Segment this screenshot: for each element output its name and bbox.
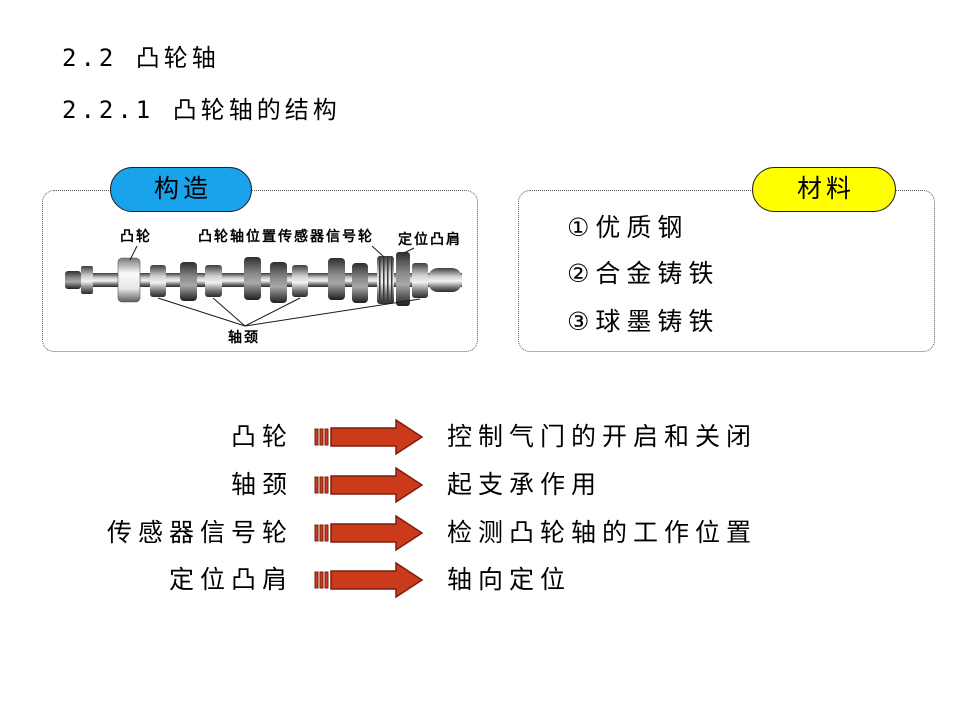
thrust-shoulder-callout: 定位凸肩 — [398, 231, 462, 249]
journal — [292, 265, 308, 297]
camshaft-illustration — [42, 190, 478, 352]
shaft-nose — [65, 271, 81, 289]
cam-lobe — [244, 257, 261, 300]
subsection-heading: 2.2.1 凸轮轴的结构 — [62, 96, 341, 124]
function-part-label: 轴颈 — [60, 470, 293, 500]
arrow-stripes — [315, 572, 328, 588]
arrow-body — [331, 420, 422, 454]
sensor-wheel-leader-line — [372, 246, 384, 257]
function-description: 轴向定位 — [447, 565, 571, 595]
function-description: 起支承作用 — [447, 470, 602, 500]
material-item: ①优质钢 — [567, 213, 688, 243]
function-part-label: 凸轮 — [60, 422, 293, 452]
journal-leader-line — [158, 298, 245, 326]
striped-right-arrow-icon — [312, 417, 426, 457]
journal — [150, 265, 166, 297]
striped-right-arrow-icon — [312, 560, 426, 600]
function-part-label: 传感器信号轮 — [60, 518, 293, 548]
function-part-label: 定位凸肩 — [60, 565, 293, 595]
journal-callout: 轴颈 — [228, 329, 260, 347]
material-item: ②合金铸铁 — [567, 259, 719, 289]
cam-lobe — [270, 262, 287, 303]
arrow-stripes — [315, 525, 328, 541]
signal-wheel — [377, 256, 394, 304]
journal — [205, 265, 222, 297]
cam-lobe — [118, 258, 140, 302]
journal — [412, 263, 428, 298]
journal-leader-line — [213, 298, 245, 326]
arrow-body — [331, 468, 422, 502]
materials-tag: 材料 — [752, 167, 896, 212]
shaft-end — [428, 268, 462, 292]
function-description: 控制气门的开启和关闭 — [447, 422, 757, 452]
arrow-body — [331, 563, 422, 597]
cam-lobe — [328, 258, 345, 300]
arrow-stripes — [315, 429, 328, 445]
thrust-shoulder — [396, 252, 410, 306]
cam-lobe — [352, 263, 368, 303]
cam-callout: 凸轮 — [120, 228, 152, 246]
arrow-stripes — [315, 477, 328, 493]
function-description: 检测凸轮轴的工作位置 — [447, 518, 757, 548]
striped-right-arrow-icon — [312, 465, 426, 505]
striped-right-arrow-icon — [312, 513, 426, 553]
flange — [81, 266, 93, 294]
structure-tag: 构造 — [110, 167, 252, 212]
arrow-body — [331, 516, 422, 550]
material-item: ③球墨铸铁 — [567, 307, 719, 337]
cam-lobe — [180, 262, 197, 301]
sensor-wheel-callout: 凸轮轴位置传感器信号轮 — [198, 228, 374, 246]
section-heading: 2.2 凸轮轴 — [62, 44, 220, 72]
